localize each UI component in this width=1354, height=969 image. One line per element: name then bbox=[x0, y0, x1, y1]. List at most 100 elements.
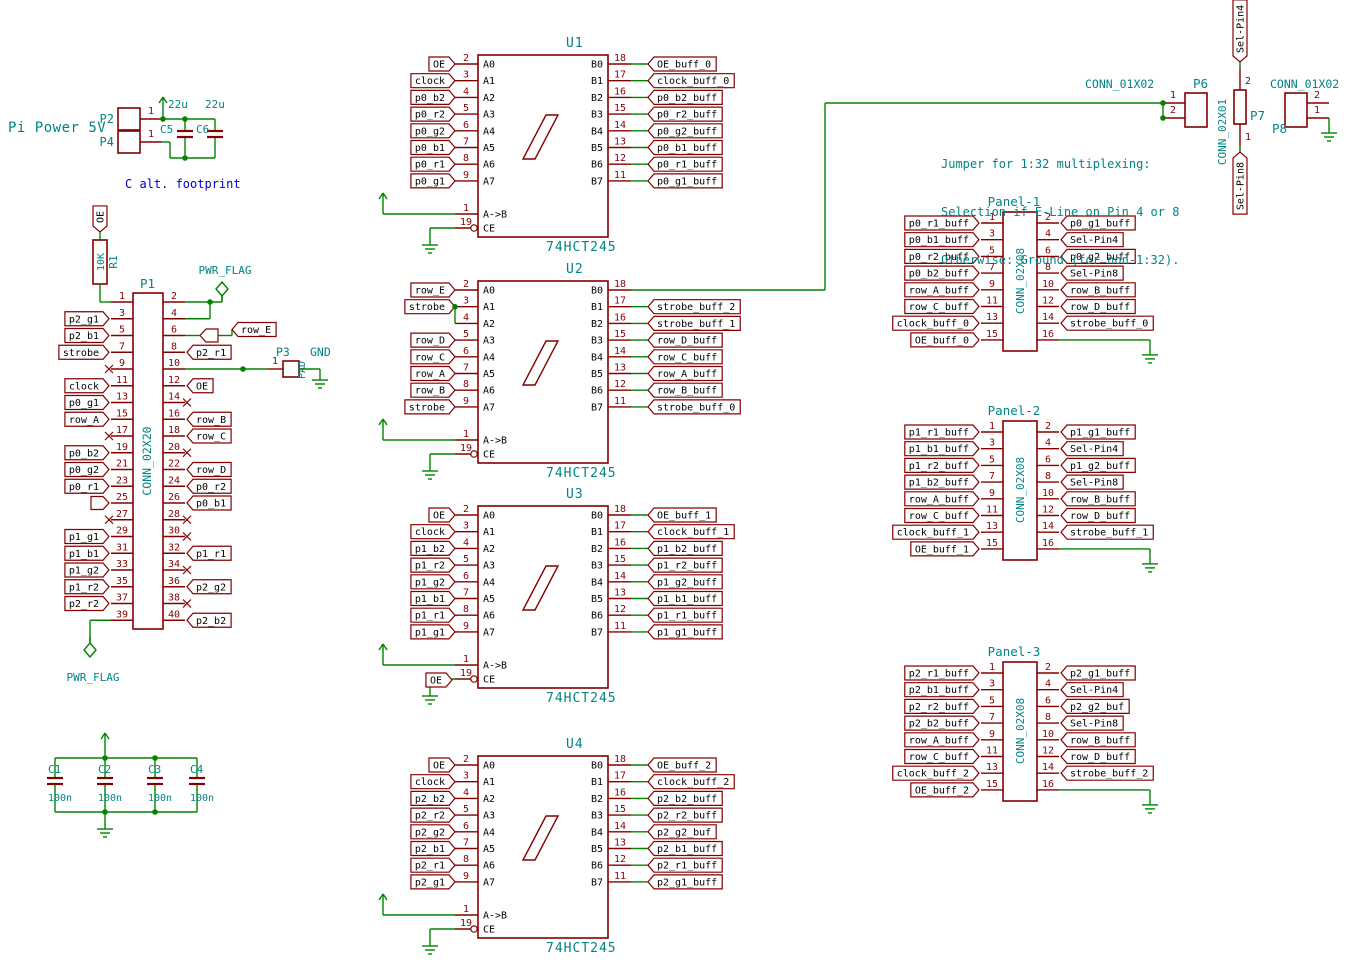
global-label-p1-b2-buff[interactable]: p1_b2_buff bbox=[904, 474, 980, 490]
global-label-p0-b1-buff[interactable]: p0_b1_buff bbox=[904, 232, 980, 248]
resistor-value[interactable]: 10K bbox=[96, 253, 107, 271]
global-label-strobe-buff-2[interactable]: strobe_buff_2 bbox=[647, 299, 741, 315]
global-label-sel-pin8[interactable]: Sel-Pin8 bbox=[1060, 715, 1124, 731]
global-label-clock[interactable]: clock bbox=[64, 378, 110, 394]
global-label-p0-b2[interactable]: p0_b2 bbox=[64, 445, 110, 461]
global-label-p2-g2[interactable]: p2_g2 bbox=[186, 579, 232, 595]
global-label-p1-r1[interactable]: p1_r1 bbox=[410, 607, 456, 623]
global-label-p1-r2-buff[interactable]: p1_r2_buff bbox=[904, 457, 980, 473]
global-label-p0-b1-buff[interactable]: p0_b1_buff bbox=[647, 139, 723, 156]
connector-value[interactable]: CONN_02X08 bbox=[1014, 248, 1027, 314]
connector-ref[interactable]: P8 bbox=[1272, 121, 1287, 136]
global-label-p2-r1-buff[interactable]: p2_r1_buff bbox=[904, 665, 980, 681]
global-label-p0-b1[interactable]: p0_b1 bbox=[410, 139, 456, 156]
global-label-p0-r1-buff[interactable]: p0_r1_buff bbox=[647, 156, 723, 172]
global-label-p0-g1-buff[interactable]: p0_g1_buff bbox=[647, 173, 723, 189]
global-label-p0-r1[interactable]: p0_r1 bbox=[64, 478, 110, 494]
global-label-p1-r2[interactable]: p1_r2 bbox=[410, 557, 456, 573]
global-label-row-c-buff[interactable]: row_C_buff bbox=[904, 298, 980, 315]
pwr-flag[interactable] bbox=[215, 280, 229, 302]
connector-body-p7[interactable] bbox=[1233, 89, 1247, 125]
global-label-row-a-buff[interactable]: row_A_buff bbox=[647, 365, 723, 382]
global-label-oe[interactable]: OE bbox=[428, 757, 456, 773]
global-label-p1-r2-buff[interactable]: p1_r2_buff bbox=[647, 557, 723, 573]
global-label-p2-g2-buf[interactable]: p2_g2_buf bbox=[1060, 698, 1130, 715]
global-label-sel-pin4[interactable]: Sel-Pin4 bbox=[1060, 441, 1124, 457]
global-label-p0-b2[interactable]: p0_b2 bbox=[410, 89, 456, 106]
global-label-clock[interactable]: clock bbox=[410, 774, 456, 790]
global-label-row-d-buff[interactable]: row_D_buff bbox=[1060, 748, 1136, 765]
ic-value[interactable]: 74HCT245 bbox=[546, 691, 617, 706]
pwr-flag[interactable] bbox=[83, 637, 97, 659]
global-label-p1-b2[interactable]: p1_b2 bbox=[410, 540, 456, 557]
global-label-p2-b2-buff[interactable]: p2_b2_buff bbox=[904, 715, 980, 731]
cap-ref[interactable]: C3 bbox=[148, 763, 161, 776]
global-label-strobe-buff-1[interactable]: strobe_buff_1 bbox=[1060, 524, 1154, 540]
global-label-row-c-buff[interactable]: row_C_buff bbox=[904, 507, 980, 524]
global-label-row-a-buff[interactable]: row_A_buff bbox=[904, 491, 980, 507]
global-label-p2-r2-buff[interactable]: p2_r2_buff bbox=[904, 698, 980, 715]
global-label-row-b-buff[interactable]: row_B_buff bbox=[1060, 282, 1136, 298]
global-label-sel-pin8[interactable]: Sel-Pin8 bbox=[1060, 474, 1124, 490]
connector-body-p1[interactable] bbox=[132, 292, 164, 630]
cap-value[interactable]: 100n bbox=[48, 793, 72, 804]
global-label-oe-buff-1[interactable]: OE_buff_1 bbox=[647, 507, 717, 523]
cap-ref[interactable]: C1 bbox=[48, 763, 61, 776]
connector-body-p4[interactable] bbox=[117, 130, 141, 154]
ic-ref[interactable]: U3 bbox=[566, 487, 584, 502]
global-label-clock-buff-1[interactable]: clock_buff_1 bbox=[647, 524, 735, 540]
global-label-p2-r1[interactable]: p2_r1 bbox=[186, 344, 232, 360]
global-label-p0-g1[interactable]: p0_g1 bbox=[64, 394, 110, 411]
global-label-oe[interactable]: OE bbox=[428, 56, 456, 72]
global-label-p2-b2[interactable]: p2_b2 bbox=[410, 790, 456, 807]
connector-ref[interactable]: P7 bbox=[1250, 108, 1265, 123]
connector-ref[interactable]: P6 bbox=[1193, 76, 1208, 91]
global-label-row-d-buff[interactable]: row_D_buff bbox=[1060, 298, 1136, 315]
connector-ref[interactable]: Panel-3 bbox=[988, 644, 1041, 659]
pwr-flag-label[interactable]: PWR_FLAG bbox=[67, 671, 120, 684]
global-label-row-d[interactable]: row_D bbox=[410, 332, 456, 348]
global-label-p2-b1-buff[interactable]: p2_b1_buff bbox=[904, 682, 980, 698]
cap-ref[interactable]: C5 bbox=[160, 123, 173, 136]
global-label-clock-buff-2[interactable]: clock_buff_2 bbox=[892, 765, 980, 781]
global-label-p2-b1-buff[interactable]: p2_b1_buff bbox=[647, 840, 723, 857]
global-label-p2-b2-buff[interactable]: p2_b2_buff bbox=[647, 790, 723, 807]
global-label-clock[interactable]: clock bbox=[410, 73, 456, 89]
global-label-p1-b1[interactable]: p1_b1 bbox=[410, 590, 456, 607]
global-label-p2-b2[interactable]: p2_b2 bbox=[186, 612, 232, 628]
global-label-p0-r2[interactable]: p0_r2 bbox=[410, 106, 456, 122]
resistor-ref[interactable]: R1 bbox=[107, 255, 120, 268]
cap-ref[interactable]: C4 bbox=[190, 763, 204, 776]
global-label-clock-buff-0[interactable]: clock_buff_0 bbox=[647, 73, 735, 89]
global-label-p2-r2[interactable]: p2_r2 bbox=[64, 595, 110, 612]
connector-value[interactable]: CONN_02X20 bbox=[140, 426, 154, 495]
global-label-sel-pin8[interactable]: Sel-Pin8 bbox=[1232, 151, 1248, 215]
ic-body-u1[interactable] bbox=[477, 54, 609, 238]
global-label-p0-g1[interactable]: p0_g1 bbox=[410, 173, 456, 189]
global-label-clock[interactable]: clock bbox=[410, 524, 456, 540]
global-label-p1-b1-buff[interactable]: p1_b1_buff bbox=[904, 441, 980, 457]
global-label-oe[interactable]: OE bbox=[425, 672, 453, 688]
global-label-row-d[interactable]: row_D bbox=[186, 461, 232, 478]
connector-value[interactable]: CONN_02X08 bbox=[1014, 457, 1027, 523]
global-label-row-a[interactable]: row_A bbox=[64, 411, 110, 427]
global-label-p2-r2-buff[interactable]: p2_r2_buff bbox=[647, 807, 723, 823]
global-label-strobe-buff-1[interactable]: strobe_buff_1 bbox=[647, 315, 741, 331]
global-label-clock-buff-1[interactable]: clock_buff_1 bbox=[892, 524, 980, 540]
connector-value[interactable]: PAD bbox=[297, 361, 308, 379]
connector-body-panel-3[interactable] bbox=[1002, 661, 1038, 802]
connector-ref[interactable]: Panel-1 bbox=[988, 194, 1041, 209]
global-label-p1-b1[interactable]: p1_b1 bbox=[64, 545, 110, 561]
ic-ref[interactable]: U4 bbox=[566, 737, 584, 752]
global-label-p0-r2-buff[interactable]: p0_r2_buff bbox=[904, 248, 980, 264]
unlabeled-arrow[interactable] bbox=[199, 328, 219, 343]
global-label-p1-g1[interactable]: p1_g1 bbox=[64, 528, 110, 545]
global-label-row-c-buff[interactable]: row_C_buff bbox=[904, 748, 980, 765]
global-label-sel-pin4[interactable]: Sel-Pin4 bbox=[1060, 232, 1124, 248]
global-label-p0-g2-buff[interactable]: p0_g2_buff bbox=[647, 123, 723, 139]
ic-body-u4[interactable] bbox=[477, 755, 609, 939]
global-label-row-c[interactable]: row_C bbox=[410, 349, 456, 365]
ic-value[interactable]: 74HCT245 bbox=[546, 466, 617, 481]
connector-ref[interactable]: P3 bbox=[276, 345, 290, 359]
global-label-p0-r1-buff[interactable]: p0_r1_buff bbox=[904, 215, 980, 231]
